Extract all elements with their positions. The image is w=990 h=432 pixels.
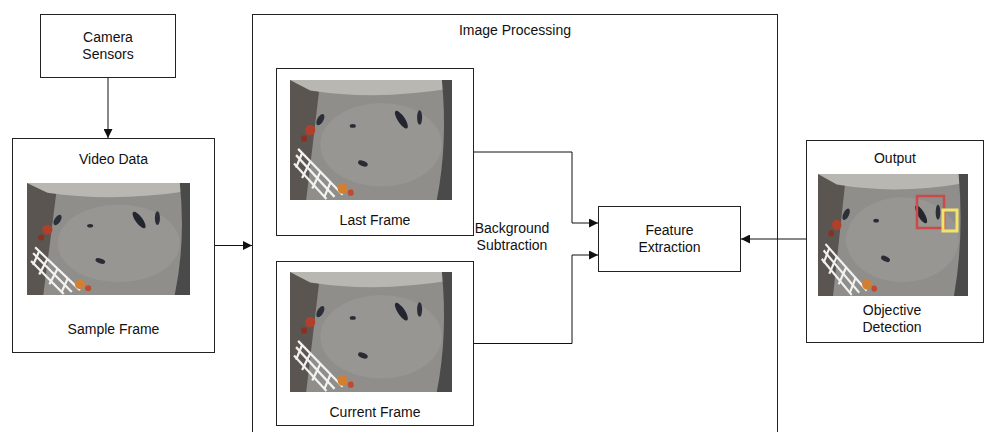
node-title: Video Data	[15, 151, 212, 168]
arrow-connector	[215, 245, 252, 246]
arrow-connector	[108, 78, 109, 138]
output-frame-image	[804, 157, 990, 318]
node-title: Current Frame	[279, 404, 471, 421]
arrow-connector	[741, 239, 806, 240]
node-caption: Sample Frame	[15, 321, 212, 338]
node-title: Camera Sensors	[68, 29, 148, 63]
node-title: Feature Extraction	[620, 222, 720, 256]
arrow-connector	[474, 152, 598, 223]
detection-box-yellow	[943, 210, 957, 231]
annotation-label: Background Subtraction	[466, 220, 558, 254]
arrow-connector	[474, 255, 598, 344]
node-title: Output	[809, 150, 981, 167]
sensor-box: Camera Sensors	[40, 14, 176, 78]
node-title: Last Frame	[279, 212, 471, 229]
frame-box: Current Frame	[276, 261, 474, 426]
process-box: Feature Extraction	[598, 206, 741, 272]
node-caption: Objective Detection	[847, 302, 937, 336]
frame-box: Last Frame	[276, 68, 474, 236]
last-frame-image	[275, 63, 478, 222]
sample-frame-image	[12, 167, 216, 315]
output-box: OutputObjective Detection	[806, 140, 984, 343]
current-frame-image	[275, 255, 478, 414]
detection-box-red	[917, 196, 944, 228]
video-data-box: Video DataSample Frame	[12, 138, 215, 353]
node-title: Image Processing	[255, 22, 775, 39]
